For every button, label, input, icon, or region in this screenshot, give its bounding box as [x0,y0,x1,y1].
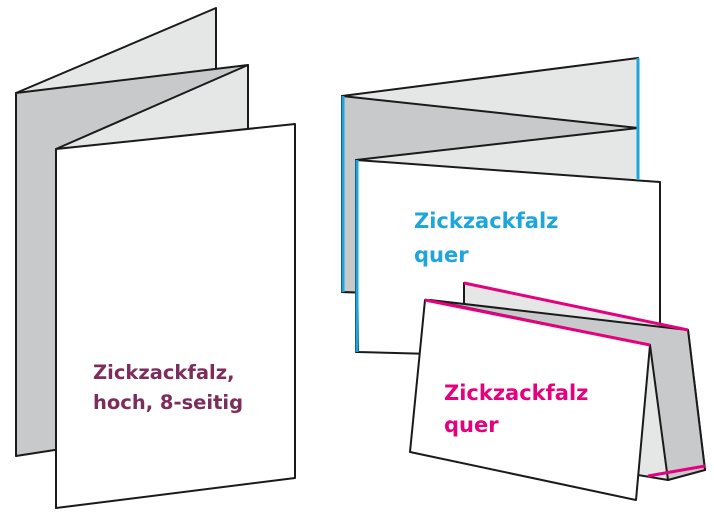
landscape-small-fold-edge-top-back [463,281,689,332]
portrait-label-line2: hoch, 8-seitig [93,391,243,414]
portrait-label-line1: Zickzackfalz, [93,361,234,384]
landscape-large-label-line2: quer [414,243,469,267]
landscape-large-label-line1: Zickzackfalz [414,209,558,233]
portrait-zigzag-brochure: Zickzackfalz, hoch, 8-seitig [15,7,296,509]
landscape-zigzag-brochure-small: Zickzackfalz quer [409,281,706,501]
portrait-panel-front [55,123,296,509]
landscape-small-label-line2: quer [444,413,499,437]
landscape-small-label-line1: Zickzackfalz [444,381,588,405]
landscape-small-fold-edge-bottom [647,464,706,478]
landscape-small-fold-edge-top-front [424,298,651,347]
